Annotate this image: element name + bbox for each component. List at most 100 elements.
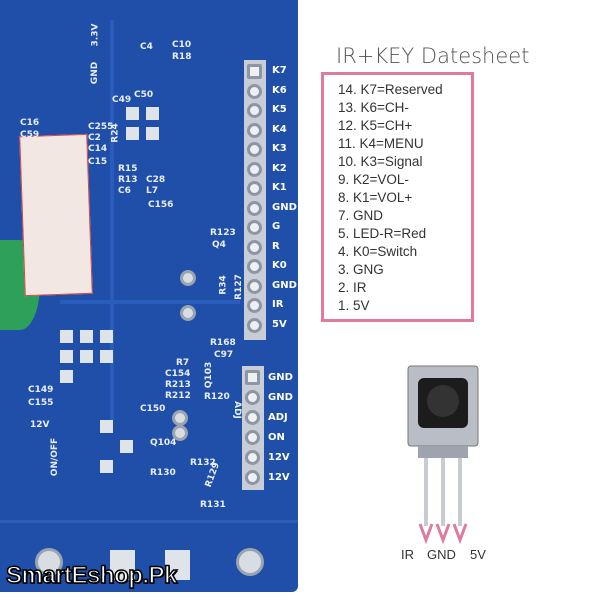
silk-label: C49: [112, 95, 132, 105]
silk-label: C16: [20, 118, 40, 128]
silk-label: C149: [28, 385, 54, 395]
header-pin: [247, 220, 262, 235]
button-pad: [172, 425, 188, 441]
pinout-row: 10. K3=Signal: [338, 154, 423, 169]
silk-label: R123: [210, 228, 236, 238]
silk-label: 12V: [30, 420, 50, 430]
smd-pad: [100, 330, 113, 343]
smd-pad: [165, 550, 190, 580]
header-pin: [247, 103, 262, 118]
silk-label: C150: [140, 404, 166, 414]
watermark: SmartEshop.Pk: [5, 561, 178, 590]
leg-label-ir: IR: [401, 547, 414, 562]
pin-label: GND: [268, 392, 293, 403]
silk-label: Q104: [150, 438, 177, 448]
pin-label: K0: [272, 260, 287, 271]
silk-label: C15: [88, 157, 108, 167]
pinout-row: 3. GNG: [338, 262, 384, 277]
pinout-row: 1. 5V: [338, 298, 370, 313]
arrow-icon: [435, 523, 451, 545]
header-pin: [247, 181, 262, 196]
smd-pad: [126, 127, 139, 140]
arrow-icon: [418, 523, 434, 545]
ir-leg: [424, 458, 428, 526]
pinout-row: 9. K2=VOL-: [338, 172, 409, 187]
pin-label: K7: [272, 65, 287, 76]
silk-label: 3.3V: [90, 23, 101, 47]
trace: [60, 300, 240, 304]
trace: [0, 520, 298, 523]
smd-pad: [100, 460, 113, 473]
header-pin: [247, 122, 262, 138]
ir-dome: [427, 385, 459, 417]
pin-label: K2: [272, 162, 287, 174]
header-pin: [247, 200, 262, 216]
pinout-row: 12. K5=CH+: [338, 118, 413, 133]
smd-pad: [126, 107, 139, 120]
ir-base: [418, 446, 468, 458]
pin-label: 12V: [268, 472, 290, 483]
smd-pad: [120, 440, 133, 453]
pin-label: IR: [272, 299, 284, 310]
header-pin: [247, 239, 262, 255]
silk-label: R127: [233, 274, 244, 300]
silk-label: Q4: [212, 240, 226, 250]
button-pad: [180, 270, 196, 286]
pcb-photo: 3.3V GND C4 C10 R18 C49 C50 C16 C59 C255…: [0, 0, 298, 592]
silk-label: R120: [204, 392, 230, 402]
smd-pad: [146, 127, 159, 140]
silk-label: C97: [214, 350, 234, 360]
silk-label: ON/OFF: [50, 437, 61, 477]
inspection-sticker: [19, 133, 93, 297]
pinout-row: 13. K6=CH-: [338, 100, 409, 115]
silk-label: L7: [146, 186, 158, 196]
pinout-row: 7. GND: [338, 208, 384, 223]
silk-label: ADJ: [231, 401, 242, 419]
pin-label: K3: [272, 143, 287, 154]
silk-label: C6: [118, 186, 131, 196]
pinout-row: 14. K7=Reserved: [338, 82, 443, 97]
header-pin: [245, 370, 260, 385]
header-pin: [245, 410, 260, 425]
arrow-icon: [452, 523, 468, 545]
leg-label-gnd: GND: [427, 547, 456, 562]
smd-pad: [100, 350, 113, 363]
trace: [110, 20, 114, 420]
silk-label: C156: [148, 200, 174, 210]
pin-label: GND: [268, 372, 293, 383]
pin-label: GND: [272, 201, 297, 213]
pin-label: K6: [272, 84, 287, 96]
silk-label: C14: [88, 144, 108, 154]
silk-label: C154: [165, 369, 191, 379]
silk-label: R131: [200, 500, 226, 510]
pin-label: GND: [272, 279, 297, 291]
pinout-row: 11. K4=MENU: [338, 136, 424, 151]
smd-pad: [60, 350, 73, 363]
silk-label: R24: [110, 123, 121, 143]
header-pin: [247, 278, 262, 294]
pin-label: ADJ: [268, 412, 288, 423]
silk-label: GND: [90, 61, 101, 85]
leg-label-5v: 5V: [470, 547, 486, 562]
pin-label: ON: [268, 432, 285, 443]
silk-label: C2: [88, 133, 101, 143]
smd-pad: [146, 107, 159, 120]
silk-label: R132: [190, 458, 216, 468]
header-pin: [245, 430, 260, 445]
ir-receiver-illustration: [407, 365, 479, 545]
pin-label: R: [272, 240, 280, 252]
button-pad: [180, 305, 196, 321]
header-pin: [245, 390, 260, 405]
header-pin: [245, 450, 260, 465]
pin-label: 12V: [268, 452, 290, 463]
pinout-row: 8. K1=VOL+: [338, 190, 413, 205]
silk-label: C155: [28, 398, 54, 408]
pin-label: K4: [272, 123, 287, 135]
pin-label: 5V: [272, 318, 287, 330]
smd-pad: [110, 550, 135, 580]
silk-label: R168: [210, 338, 236, 348]
header-pin: [247, 317, 262, 333]
silk-label: R130: [150, 468, 176, 478]
header-pin: [247, 259, 262, 274]
header-pin: [247, 298, 262, 313]
